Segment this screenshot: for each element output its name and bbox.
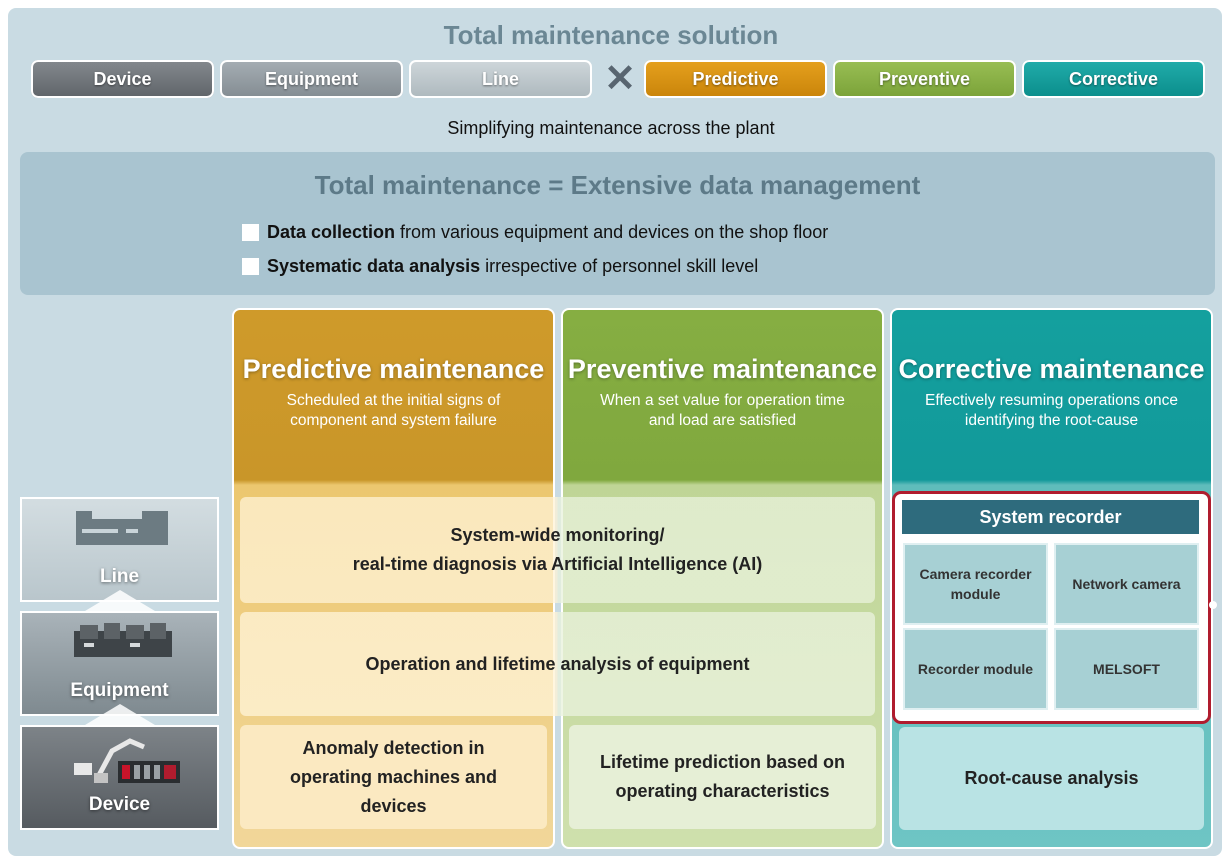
level-label: Device <box>88 794 151 815</box>
data-management-heading: Total maintenance = Extensive data manag… <box>314 170 921 200</box>
column-title: Predictive maintenance <box>242 354 545 384</box>
connector-dot-icon <box>1209 601 1217 609</box>
square-bullet-icon <box>242 224 259 241</box>
bullet-data-collection: Data collection from various equipment a… <box>242 222 828 243</box>
page-title: Total maintenance solution <box>443 20 779 50</box>
type-pill-predictive: Predictive <box>644 60 827 98</box>
level-pill-line: Line <box>409 60 592 98</box>
level-pill-device: Device <box>31 60 214 98</box>
network-camera: Network camera <box>1054 543 1199 625</box>
level-line: Line <box>20 497 219 602</box>
column-title: Preventive maintenance <box>567 354 878 384</box>
data-management-box: Total maintenance = Extensive data manag… <box>20 152 1215 295</box>
tagline: Simplifying maintenance across the plant <box>447 118 775 138</box>
recorder-module: Recorder module <box>903 628 1048 710</box>
level-label: Line <box>99 566 140 587</box>
band-root-cause: Root-cause analysis <box>899 727 1204 830</box>
bullet-data-analysis: Systematic data analysis irrespective of… <box>242 256 758 277</box>
level-device: Device <box>20 725 219 830</box>
factory-icon <box>76 511 168 545</box>
square-bullet-icon <box>242 258 259 275</box>
up-arrow-icon <box>80 590 160 614</box>
type-pill-corrective: Corrective <box>1022 60 1205 98</box>
up-arrow-icon <box>80 704 160 728</box>
band-system-monitoring: System-wide monitoring/real-time diagnos… <box>240 497 875 603</box>
melsoft: MELSOFT <box>1054 628 1199 710</box>
type-pill-preventive: Preventive <box>833 60 1016 98</box>
level-equipment: Equipment <box>20 611 219 716</box>
robot-device-icon <box>74 738 180 783</box>
column-title: Corrective maintenance <box>898 354 1205 384</box>
system-recorder-title: System recorder <box>902 500 1199 534</box>
multiply-icon: ✕ <box>604 58 636 100</box>
machinery-icon <box>74 623 172 657</box>
level-label: Equipment <box>70 680 169 701</box>
band-lifetime-analysis: Operation and lifetime analysis of equip… <box>240 612 875 716</box>
level-pill-equipment: Equipment <box>220 60 403 98</box>
